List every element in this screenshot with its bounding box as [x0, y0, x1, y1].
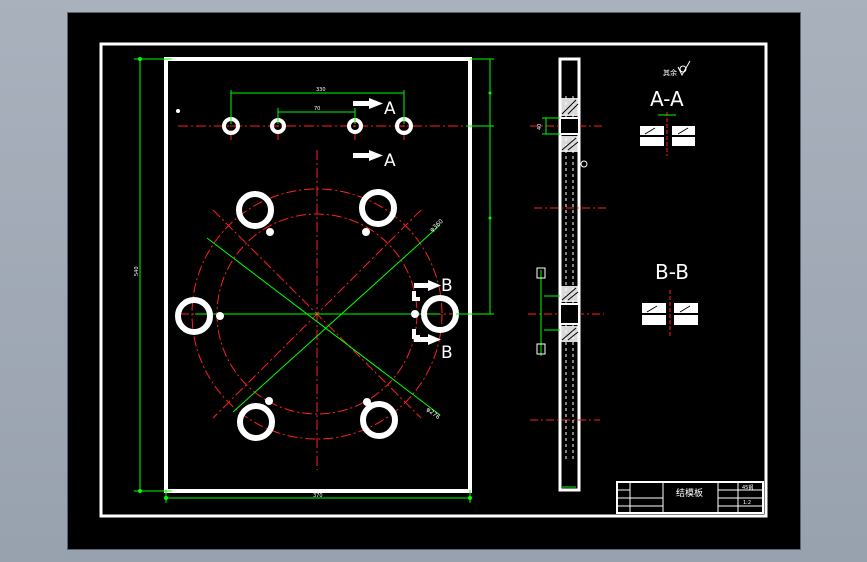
large-holes: [175, 189, 459, 441]
roughness-circle-icon: [679, 65, 687, 73]
cad-drawing: φ360 φ276 A A: [99, 42, 768, 518]
roughness-note: 其余: [663, 68, 677, 77]
title-block-part-name: 结模板: [676, 487, 703, 499]
dim-overall-height: 540: [134, 266, 140, 276]
section-arrows-a: [353, 98, 383, 161]
section-bb-title: B-B: [655, 260, 689, 284]
diameter-leaders: [195, 224, 441, 416]
hole: [359, 189, 397, 227]
title-block: [616, 481, 764, 514]
side-view-tol-box: [536, 343, 546, 355]
hole: [237, 403, 275, 441]
section-label-b-top: B: [441, 276, 453, 296]
drawing-viewport[interactable]: φ360 φ276 A A: [68, 13, 800, 549]
dim-circle-2: φ276: [425, 406, 442, 421]
section-label-a-bottom: A: [384, 151, 396, 171]
roughness-symbol-icon: [677, 60, 691, 77]
bolt-circle-outer: [191, 188, 443, 440]
side-view-hidden-lines: [565, 96, 574, 460]
dim-side-thickness: 40: [537, 124, 543, 130]
section-aa-view: [640, 112, 695, 156]
title-block-scale: 1:2: [743, 500, 751, 506]
dim-top-outer: 330: [316, 87, 326, 93]
dim-top-inner: 70: [314, 106, 320, 112]
dim-overall-width: 370: [313, 493, 323, 499]
section-label-a-top: A: [384, 99, 396, 119]
title-block-material: 45钢: [742, 484, 753, 491]
side-view-detail-mark: [580, 160, 588, 168]
side-view-tol-box: [536, 267, 546, 279]
side-view-dimensions: [540, 117, 576, 488]
side-view-outline: [558, 57, 581, 492]
sheet-border: [99, 42, 768, 518]
section-bb-view: [642, 290, 698, 336]
side-view-centerlines: [528, 125, 606, 421]
section-arrows-b: [414, 280, 441, 345]
side-view-bore-b: [559, 303, 580, 325]
hole: [175, 297, 213, 335]
dimension-lines: [134, 58, 494, 503]
section-aa-title: A-A: [650, 87, 684, 111]
side-view-bore-a: [559, 117, 580, 135]
hole: [360, 401, 398, 439]
section-label-b-bottom: B: [441, 343, 453, 363]
centerlines: [178, 112, 466, 470]
side-view-hatch-lines: [561, 99, 579, 341]
dim-circle-1: φ360: [429, 218, 445, 234]
pin-holes: [176, 109, 419, 406]
hole: [236, 191, 274, 229]
plate-outline: [164, 57, 472, 493]
dimension-ticks: [138, 57, 492, 500]
